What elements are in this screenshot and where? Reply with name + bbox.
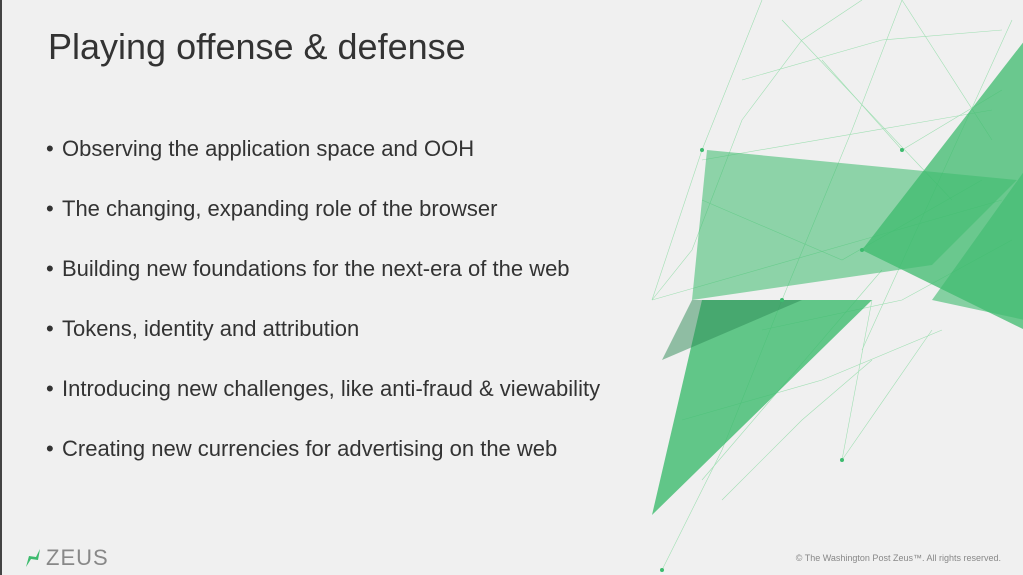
bullet-item: •Introducing new challenges, like anti-f…: [46, 376, 601, 401]
slide-title: Playing offense & defense: [48, 26, 466, 67]
bullet-item: •Observing the application space and OOH: [46, 136, 475, 161]
bullet-item: •The changing, expanding role of the bro…: [46, 196, 498, 221]
logo-text: ZEUS: [46, 545, 109, 570]
bullet-list: •Observing the application space and OOH…: [46, 136, 600, 496]
zeus-bolt-icon: [26, 549, 40, 567]
copyright-notice: © The Washington Post Zeus™. All rights …: [795, 553, 1001, 563]
bullet-item: •Tokens, identity and attribution: [46, 316, 360, 341]
bullet-item: •Building new foundations for the next-e…: [46, 256, 570, 281]
zeus-logo: ZEUS: [24, 545, 109, 571]
bullet-item: •Creating new currencies for advertising…: [46, 436, 558, 461]
